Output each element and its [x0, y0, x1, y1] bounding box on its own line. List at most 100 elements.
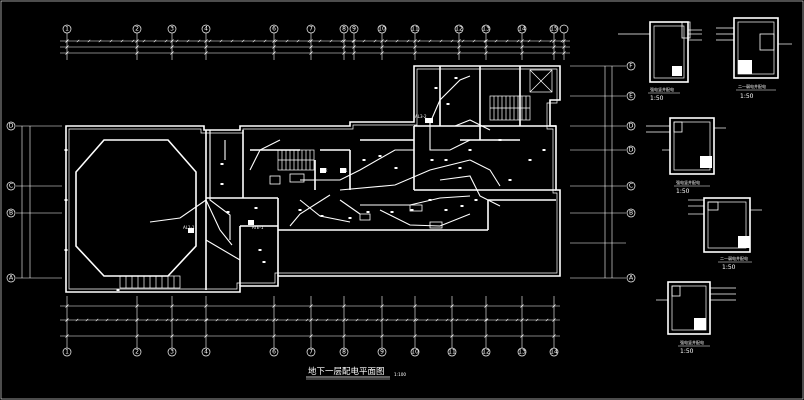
dim-tick [135, 334, 139, 338]
outlet-mark [64, 249, 68, 251]
axis-label: D [629, 147, 634, 154]
dim-tick [215, 318, 219, 322]
dim-tick [204, 318, 208, 322]
panel-label: ATE-1 [252, 225, 264, 230]
dim-tick [197, 39, 201, 43]
dim-tick [135, 318, 139, 322]
dim-tick [520, 318, 524, 322]
dim-tick [413, 304, 417, 308]
dim-tick [484, 304, 488, 308]
dim-tick [65, 45, 69, 49]
dim-tick [413, 51, 417, 55]
dim-tick [525, 318, 529, 322]
outlet-mark [454, 77, 458, 79]
dim-tick [272, 51, 276, 55]
axis-label: A [9, 275, 14, 282]
dim-tick [505, 318, 509, 322]
dim-tick [373, 39, 377, 43]
dim-tick [384, 39, 388, 43]
dim-tick [484, 45, 488, 49]
dim-tick [342, 304, 346, 308]
dim-tick [405, 318, 409, 322]
outlet-mark [220, 183, 224, 185]
dim-tick [245, 318, 249, 322]
dim-tick [428, 39, 432, 43]
dim-tick [195, 318, 199, 322]
dim-tick [170, 39, 174, 43]
dim-tick [375, 318, 379, 322]
axis-label: 8 [342, 26, 346, 33]
dim-tick [352, 51, 356, 55]
dim-tick [505, 39, 509, 43]
axis-label: 13 [482, 26, 490, 33]
dim-tick [170, 318, 174, 322]
dim-tick [552, 45, 556, 49]
dim-tick [204, 45, 208, 49]
dim-tick [380, 304, 384, 308]
outlet-mark [366, 211, 370, 213]
axis-label: 3 [170, 349, 174, 356]
dim-tick [75, 318, 79, 322]
dim-tick [520, 39, 524, 43]
outlet-mark [444, 159, 448, 161]
outlet-mark [542, 149, 546, 151]
outlet-mark [498, 139, 502, 141]
wiring-lines [149, 75, 501, 261]
dim-tick [65, 39, 69, 43]
dim-tick [135, 39, 139, 43]
dim-tick [560, 39, 564, 43]
axis-label: 2 [135, 26, 139, 33]
axis-label: 7 [309, 26, 313, 33]
dim-tick [450, 318, 454, 322]
dim-tick [285, 39, 289, 43]
dim-tick [175, 39, 179, 43]
dim-tick [450, 39, 454, 43]
detail-scale: 1:50 [722, 264, 736, 271]
dim-tick [352, 45, 356, 49]
axis-label: B [9, 210, 13, 217]
dim-tick [342, 318, 346, 322]
dim-tick [185, 318, 189, 322]
dim-tick [352, 39, 356, 43]
dim-tick [205, 318, 209, 322]
dim-tick [165, 318, 169, 322]
dim-tick [545, 318, 549, 322]
dim-tick [413, 39, 417, 43]
bottom-dimension-lines [60, 296, 560, 348]
dim-tick [435, 318, 439, 322]
dim-tick [296, 39, 300, 43]
dim-tick [85, 318, 89, 322]
dim-tick [340, 39, 344, 43]
dim-tick [309, 51, 313, 55]
axis-label: D [629, 123, 634, 130]
outlet-mark [394, 167, 398, 169]
dim-tick [484, 334, 488, 338]
dim-tick [461, 39, 465, 43]
dim-tick [484, 39, 488, 43]
dim-tick [309, 334, 313, 338]
dim-tick [425, 318, 429, 322]
dim-tick [413, 334, 417, 338]
outlet-mark [262, 261, 266, 263]
axis-label: 15 [550, 26, 558, 33]
outlet-mark [468, 149, 472, 151]
dim-tick [562, 45, 566, 49]
dim-tick [142, 39, 146, 43]
dim-tick [65, 304, 69, 308]
dim-tick [274, 39, 278, 43]
dim-tick [380, 334, 384, 338]
dim-tick [145, 318, 149, 322]
dim-tick [325, 318, 329, 322]
dim-tick [445, 318, 449, 322]
drawing-scale: 1:100 [394, 372, 406, 377]
dim-tick [219, 39, 223, 43]
outlet-mark [378, 155, 382, 157]
right-axis-bubbles: F E D D C B A [570, 61, 636, 283]
stairs [119, 69, 553, 289]
panel-label: AL2 [320, 168, 328, 173]
dim-tick [275, 318, 279, 322]
outlet-mark [220, 163, 224, 165]
axis-label: 14 [550, 349, 558, 356]
dim-tick [272, 304, 276, 308]
